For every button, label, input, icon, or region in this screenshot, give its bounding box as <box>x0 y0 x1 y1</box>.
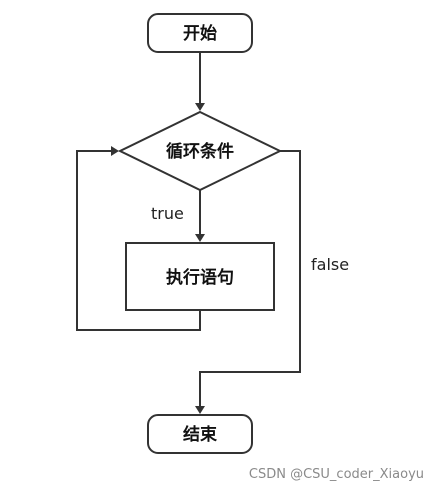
body-label: 执行语句 <box>166 267 234 288</box>
true-label: true <box>151 204 184 223</box>
edge-start-to-condition <box>195 52 205 111</box>
arrowhead <box>111 146 119 156</box>
condition-node: 循环条件 <box>117 110 283 192</box>
arrowhead <box>195 406 205 414</box>
edge-loop-back <box>76 146 201 331</box>
end-label: 结束 <box>183 424 217 445</box>
arrowhead <box>195 103 205 111</box>
arrowhead <box>195 234 205 242</box>
body-node: 执行语句 <box>125 242 275 311</box>
start-label: 开始 <box>183 23 217 44</box>
end-node: 结束 <box>147 414 253 454</box>
start-node: 开始 <box>147 13 253 53</box>
false-label: false <box>311 255 349 274</box>
edge-false: false <box>195 150 349 414</box>
watermark: CSDN @CSU_coder_Xiaoyu <box>249 467 424 482</box>
edge-true: true <box>151 190 205 242</box>
condition-label: 循环条件 <box>166 141 234 162</box>
